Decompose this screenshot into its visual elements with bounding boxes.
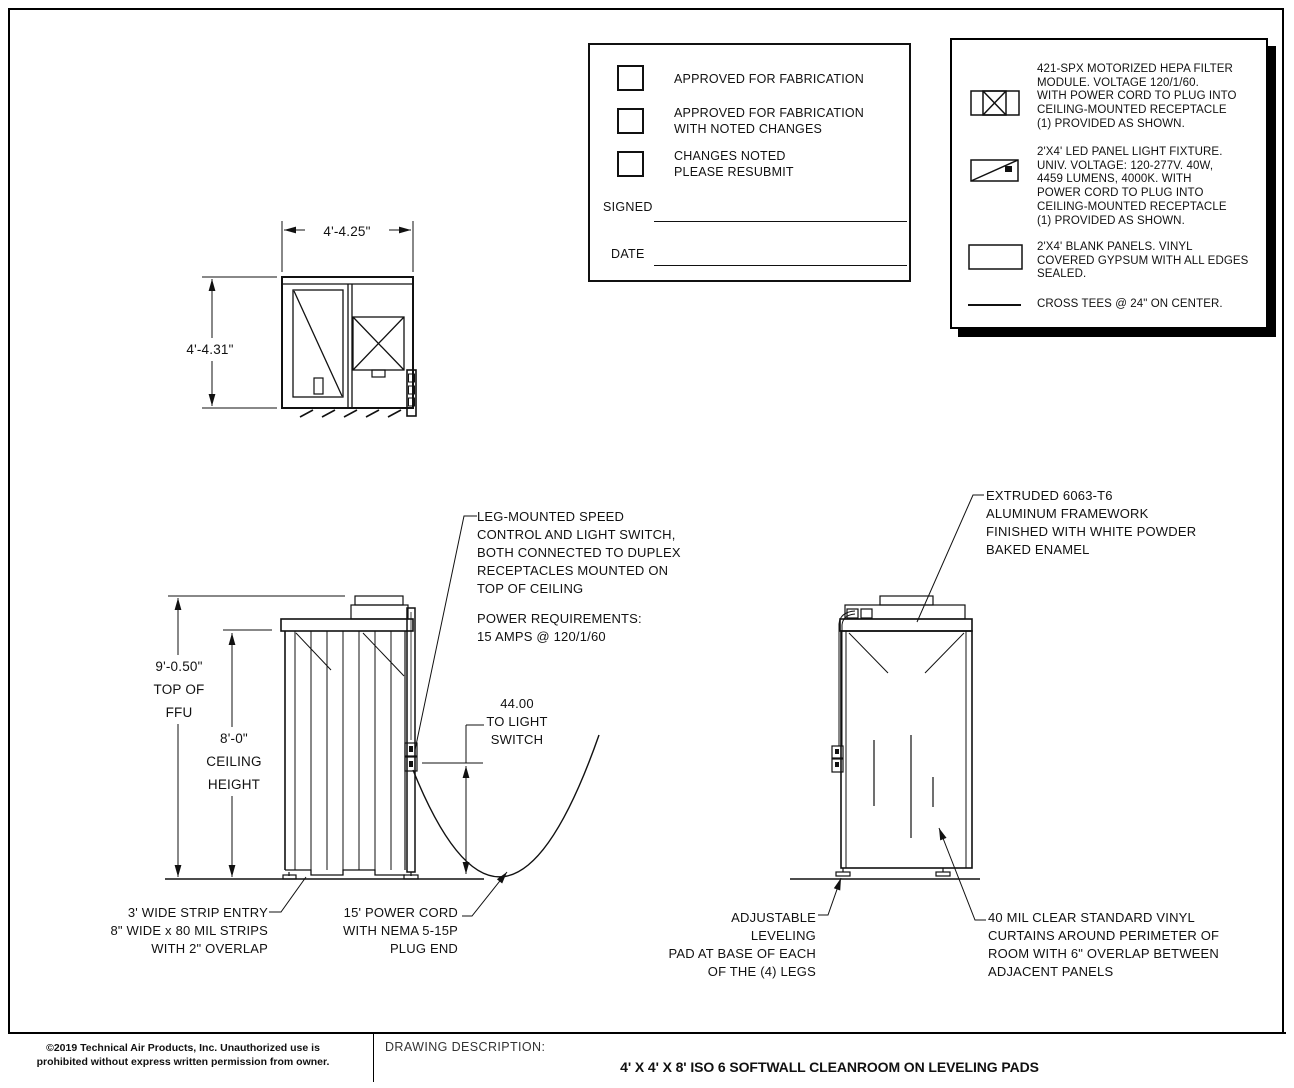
title-block: ©2019 Technical Air Products, Inc. Unaut…: [8, 1032, 1286, 1082]
date-line[interactable]: [654, 265, 907, 266]
plan-height-dimension: 4'-4.31": [170, 338, 250, 361]
strip-entry-callout: 3' WIDE STRIP ENTRY 8" WIDE x 80 MIL STR…: [110, 905, 268, 956]
legend-item-text: 2'X4' LED PANEL LIGHT FIXTURE. UNIV. VOL…: [1037, 146, 1227, 227]
legend-item-text: 421-SPX MOTORIZED HEPA FILTER MODULE. VO…: [1037, 63, 1237, 130]
date-label: DATE: [611, 247, 645, 261]
front-elevation-linework: [165, 595, 484, 880]
approval-box: APPROVED FOR FABRICATION APPROVED FOR FA…: [588, 43, 911, 282]
light-switch-dimension: 44.00 TO LIGHT SWITCH: [484, 695, 550, 749]
leg-switch-callout: LEG-MOUNTED SPEED CONTROL AND LIGHT SWIT…: [477, 509, 681, 596]
hepa-filter-module-symbol: [970, 90, 1020, 116]
framework-callout: EXTRUDED 6063-T6 ALUMINUM FRAMEWORK FINI…: [986, 488, 1197, 557]
led-panel-light-symbol: [970, 159, 1019, 182]
plan-width-dimension: 4'-4.25": [305, 220, 389, 243]
drawing-title: 4' X 4' X 8' ISO 6 SOFTWALL CLEANROOM ON…: [620, 1059, 1039, 1075]
signature-line[interactable]: [654, 221, 907, 222]
power-cord-callout: 15' POWER CORD WITH NEMA 5-15P PLUG END: [343, 905, 458, 956]
checkbox-changes-noted[interactable]: [617, 151, 644, 177]
title-block-divider: [373, 1034, 374, 1082]
vinyl-curtain-callout: 40 MIL CLEAR STANDARD VINYL CURTAINS ARO…: [988, 910, 1220, 979]
blank-panel-symbol: [968, 244, 1023, 270]
approval-option-label: APPROVED FOR FABRICATION: [674, 72, 865, 86]
signed-label: SIGNED: [603, 200, 653, 214]
strip-entry-hatch: [299, 409, 402, 418]
legend-box: 421-SPX MOTORIZED HEPA FILTER MODULE. VO…: [950, 38, 1268, 329]
checkbox-approved-for-fabrication[interactable]: [617, 65, 644, 91]
side-elevation-linework: [790, 595, 980, 880]
approval-option-label: APPROVED FOR FABRICATION WITH NOTED CHAN…: [674, 106, 865, 136]
cross-tee-symbol: [968, 304, 1021, 306]
copyright-notice: ©2019 Technical Air Products, Inc. Unaut…: [36, 1042, 330, 1068]
ffu-height-dimension: 9'-0.50" TOP OF FFU: [139, 655, 219, 724]
plan-view-linework: [281, 276, 417, 418]
drawing-description-label: DRAWING DESCRIPTION:: [385, 1040, 546, 1054]
power-cord-arc: [412, 734, 600, 878]
leveling-pad-callout: ADJUSTABLE LEVELING PAD AT BASE OF EACH …: [668, 910, 816, 979]
legend-item-text: CROSS TEES @ 24" ON CENTER.: [1037, 298, 1223, 310]
power-requirements-note: POWER REQUIREMENTS: 15 AMPS @ 120/1/60: [477, 611, 642, 644]
ceiling-height-dimension: 8'-0" CEILING HEIGHT: [194, 727, 274, 796]
approval-option-label: CHANGES NOTED PLEASE RESUBMIT: [674, 149, 794, 179]
legend-item-text: 2'X4' BLANK PANELS. VINYL COVERED GYPSUM…: [1037, 241, 1249, 281]
checkbox-approved-with-changes[interactable]: [617, 108, 644, 134]
leader-lines: [269, 494, 986, 921]
